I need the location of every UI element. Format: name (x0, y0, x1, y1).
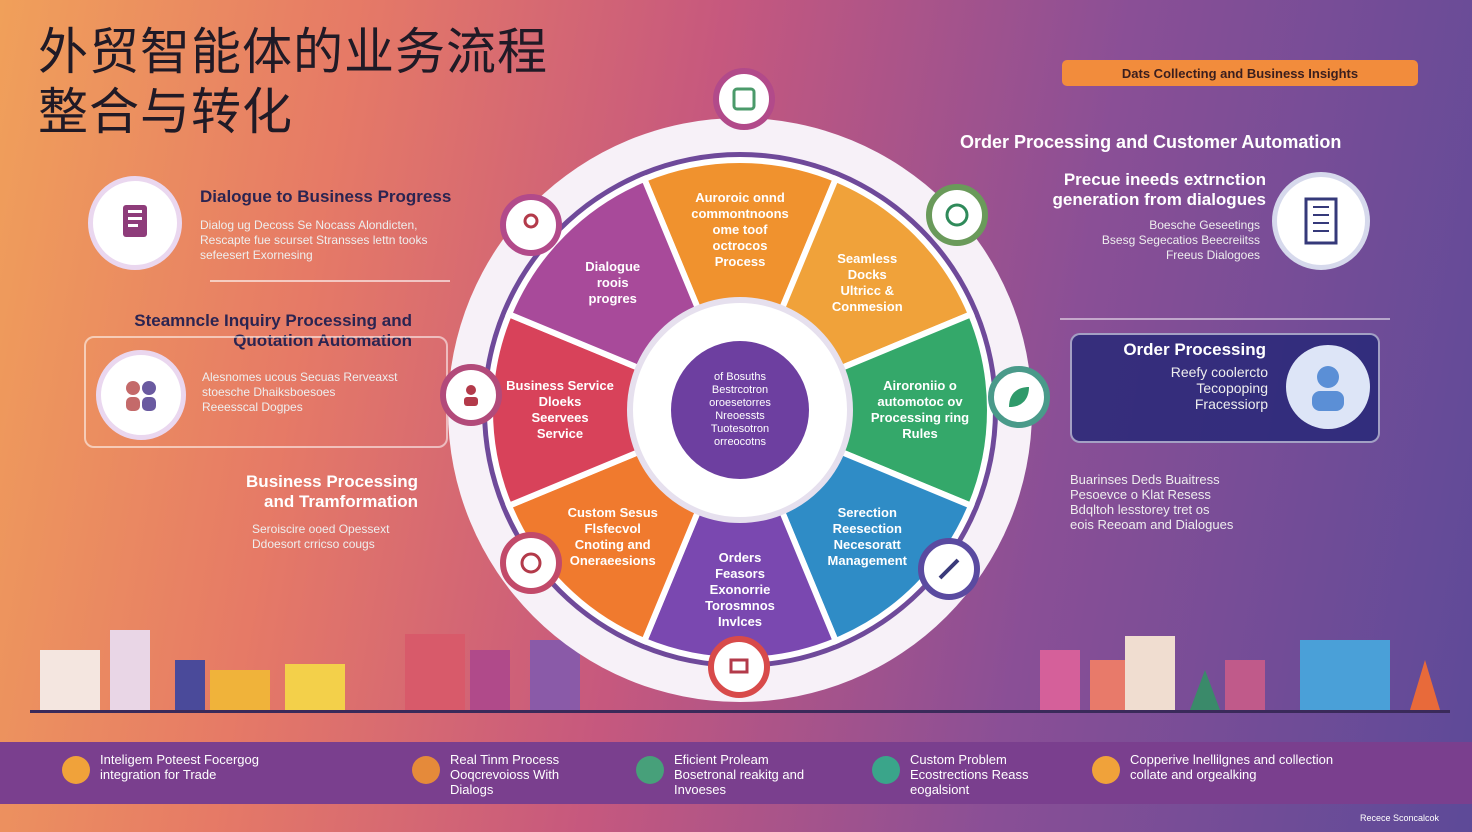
feature-icon (1092, 756, 1120, 784)
ring-icon-top (713, 68, 775, 130)
leaf-icon (1009, 387, 1029, 407)
building-icon (1304, 197, 1338, 245)
ring-icon-upper-right (926, 184, 988, 246)
robot-icon (520, 552, 542, 574)
connector-line (1060, 318, 1390, 320)
feature-icon (636, 756, 664, 784)
person-icon (464, 385, 478, 406)
title-line-2: 整合与转化 (38, 83, 293, 141)
feature-icon (872, 756, 900, 784)
document-person-icon (123, 205, 147, 237)
wheel-graphic (448, 118, 1032, 702)
tools-icon (938, 558, 960, 580)
left-block1-text: Dialog ug Decoss Se Nocass Alondicten,Re… (200, 218, 428, 262)
feature-icon (62, 756, 90, 784)
left-block1-heading: Dialogue to Business Progress (200, 187, 452, 206)
inquiry-avatar-icon (96, 350, 186, 440)
right-block2-heading: Order Processing (1123, 340, 1266, 359)
feature-icon (412, 756, 440, 784)
agent-avatar-icon (1286, 345, 1370, 429)
user-icon (523, 213, 539, 229)
page-title: 外贸智能体的业务流程 整合与转化 (38, 22, 548, 142)
right-heading: Order Processing and Customer Automation (960, 132, 1342, 152)
title-line-1: 外贸智能体的业务流程 (38, 23, 548, 81)
ring-icon-upper-left (500, 194, 562, 256)
connector-line (210, 280, 450, 282)
city-skyline (30, 630, 1450, 713)
bottom-feature-bar (0, 742, 1472, 804)
ring-icon-lower-left (500, 532, 562, 594)
people-icon (126, 381, 156, 411)
person-icon (1312, 366, 1344, 411)
handshake-icon (945, 203, 969, 227)
ring-icon-right (988, 366, 1050, 428)
insights-banner: Dats Collecting and Business Insights (1062, 60, 1418, 86)
ring-icon-lower-right (918, 538, 980, 600)
chair-icon (729, 658, 749, 674)
wheel-segment-1 (640, 157, 840, 418)
dialogue-avatar-icon (88, 176, 182, 270)
building-avatar-icon (1272, 172, 1370, 270)
ring-icon-left (440, 364, 502, 426)
checklist-icon (732, 87, 756, 111)
footer-mark: Recece Sconcalcok (1360, 813, 1440, 823)
ring-icon-bottom (708, 636, 770, 698)
